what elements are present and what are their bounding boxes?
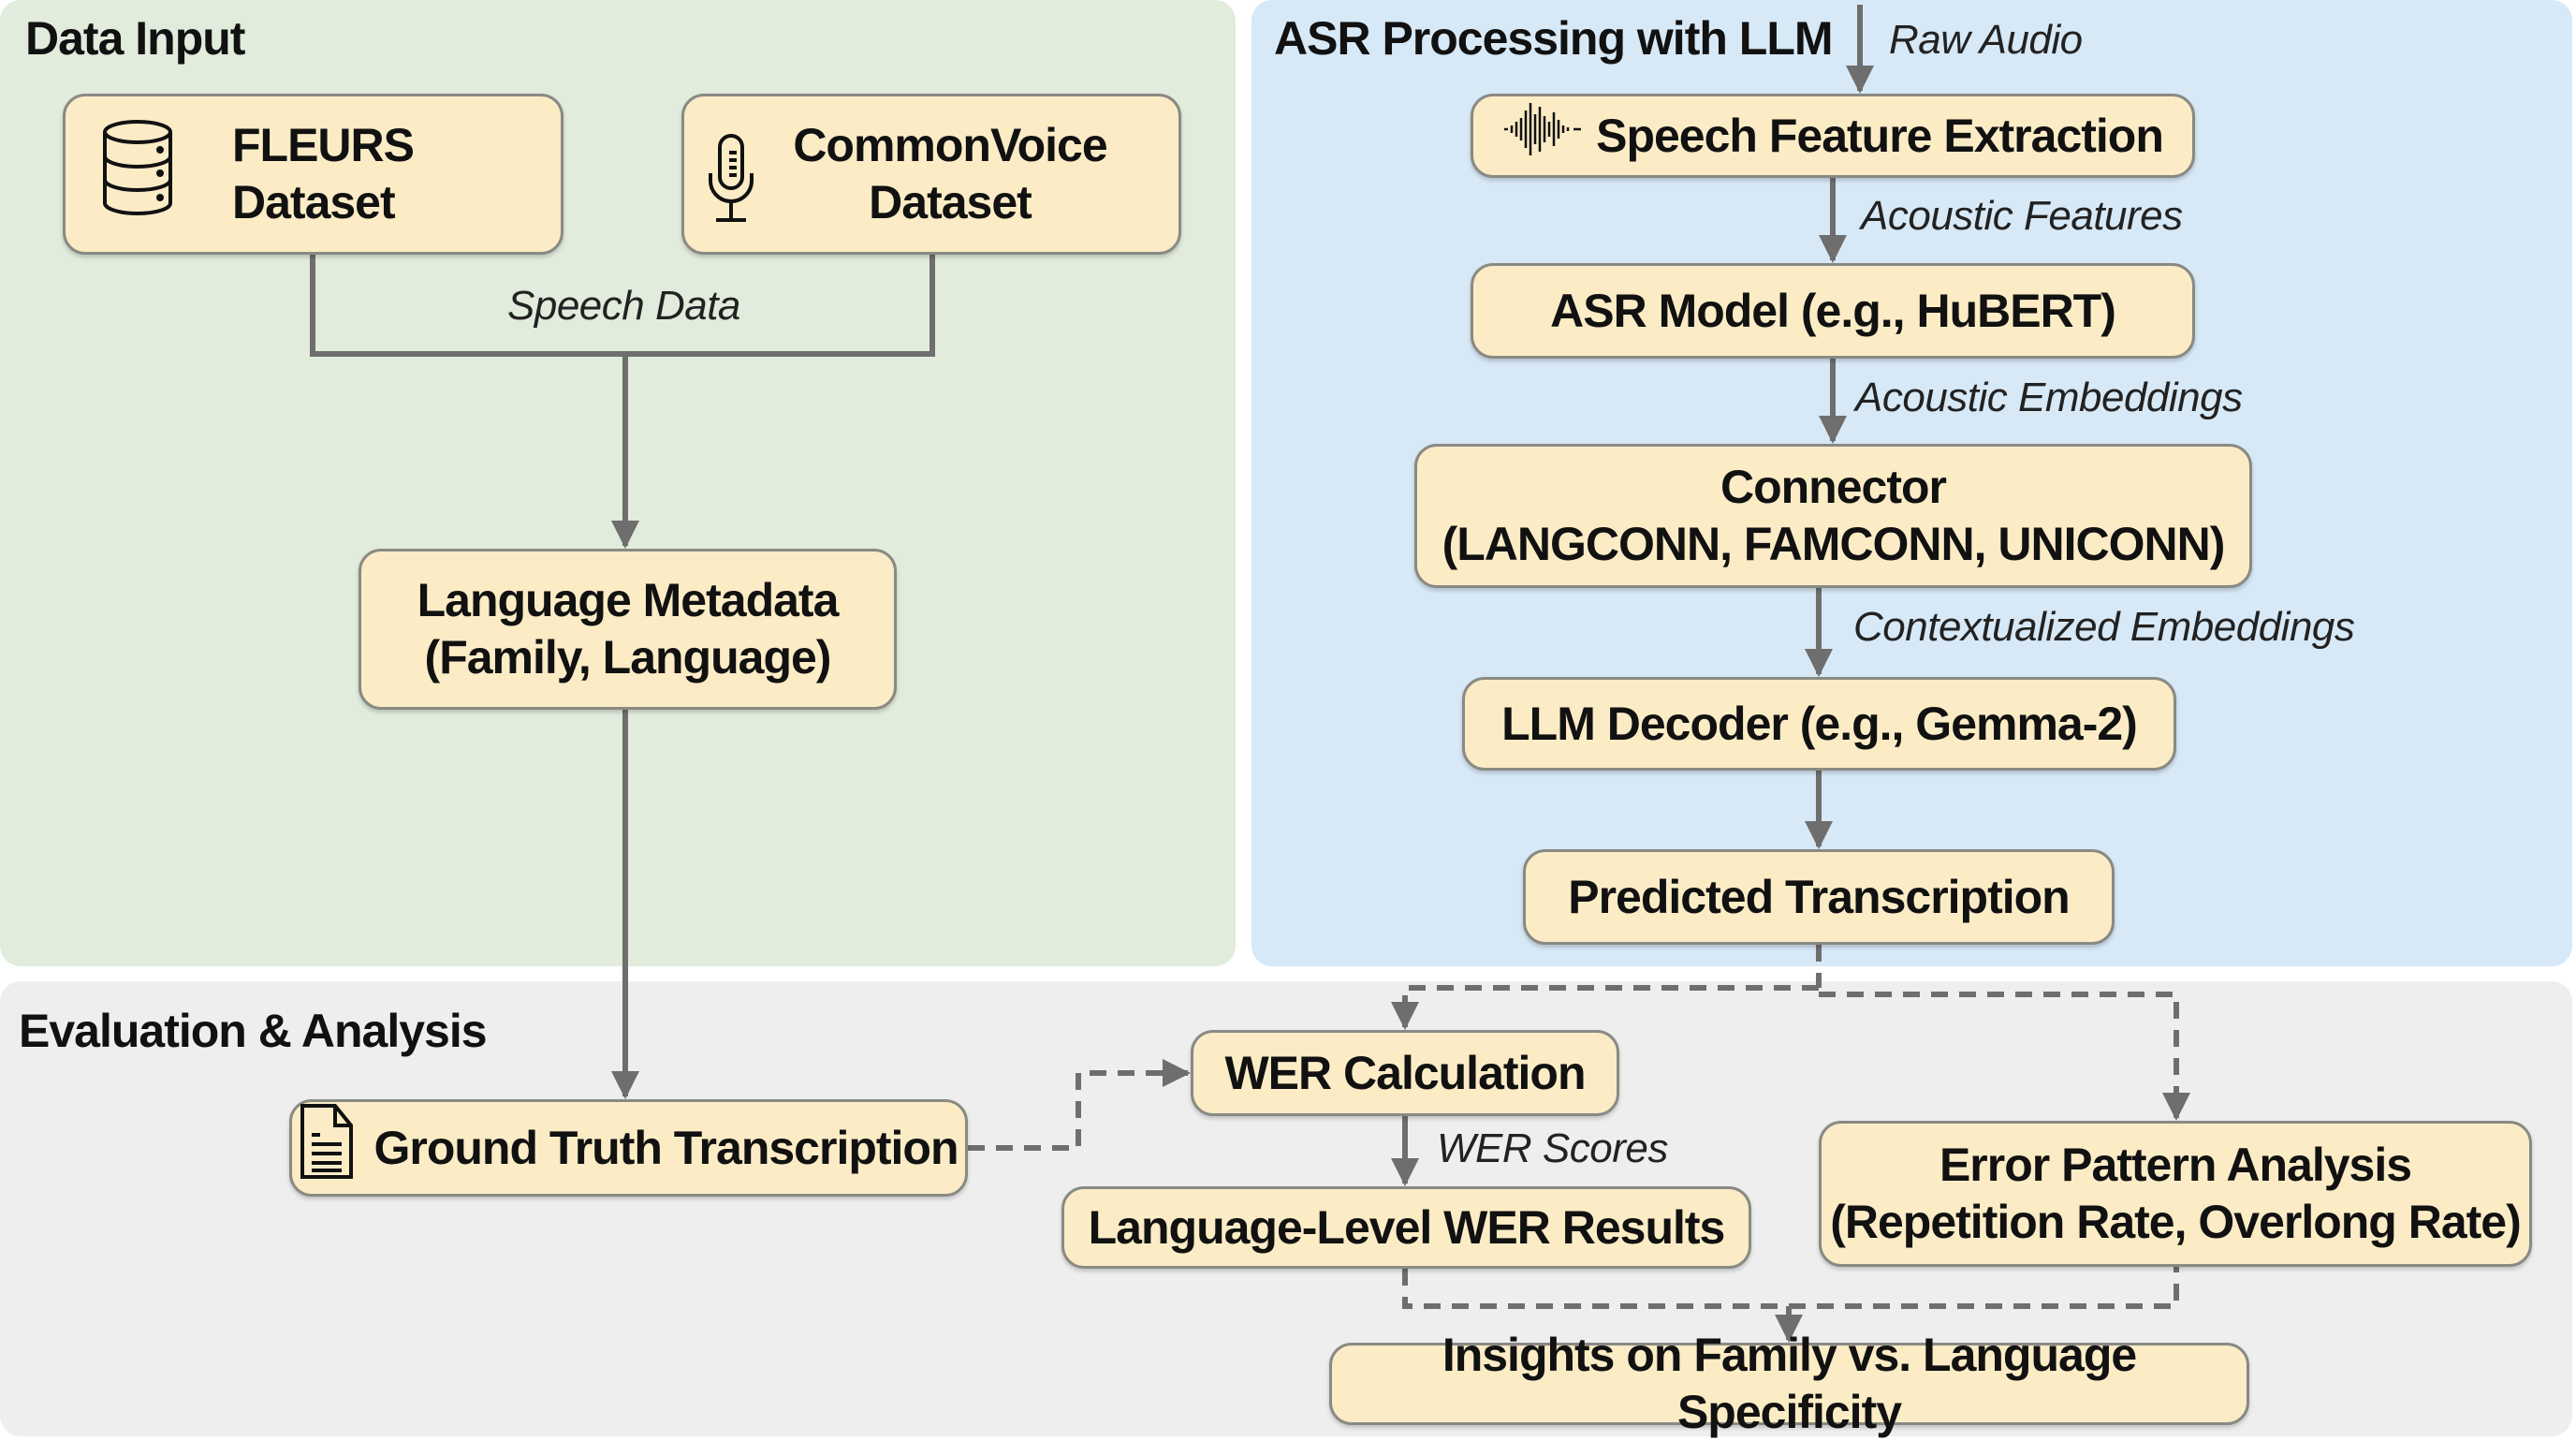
language-metadata-sublabel: (Family, Language) (424, 631, 832, 684)
wer-scores-label: WER Scores (1437, 1125, 1668, 1171)
connector-label: Connector (1720, 461, 1947, 513)
predicted-transcription-label: Predicted Transcription (1568, 870, 2070, 923)
ground-truth-transcription-node[interactable]: Ground Truth Transcription (289, 1099, 968, 1197)
database-icon (101, 119, 174, 229)
raw-audio-label: Raw Audio (1889, 17, 2083, 63)
fleurs-dataset-node[interactable]: FLEURS Dataset (63, 94, 564, 255)
groundtruth-to-wer-dashed (968, 1059, 1191, 1151)
predicted-transcription-node[interactable]: Predicted Transcription (1523, 849, 2115, 945)
commonvoice-label: CommonVoice (793, 119, 1107, 171)
commonvoice-sublabel: Dataset (869, 176, 1032, 228)
asr-model-node[interactable]: ASR Model (e.g., HuBERT) (1471, 263, 2195, 359)
error-pattern-label: Error Pattern Analysis (1939, 1139, 2412, 1191)
acoustic-embeddings-label: Acoustic Embeddings (1855, 375, 2243, 420)
language-metadata-node[interactable]: Language Metadata (Family, Language) (359, 549, 897, 710)
asr-model-label: ASR Model (e.g., HuBERT) (1550, 284, 2116, 337)
fleurs-label: FLEURS (232, 119, 415, 171)
results-merge-dashed (1402, 1267, 2179, 1309)
ground-truth-label: Ground Truth Transcription (373, 1121, 959, 1174)
microphone-icon (705, 132, 757, 239)
waveform-icon (1502, 101, 1583, 170)
commonvoice-dataset-node[interactable]: CommonVoice Dataset (681, 94, 1181, 255)
error-pattern-sublabel: (Repetition Rate, Overlong Rate) (1830, 1196, 2522, 1248)
language-level-wer-label: Language-Level WER Results (1088, 1200, 1726, 1254)
insights-label: Insights on Family vs. Language Specific… (1442, 1329, 2137, 1438)
predicted-to-wer-dashed (1391, 985, 1819, 1030)
evaluation-title: Evaluation & Analysis (19, 1005, 488, 1057)
wer-calculation-label: WER Calculation (1224, 1046, 1586, 1099)
wer-calculation-node[interactable]: WER Calculation (1191, 1030, 1619, 1116)
insights-node[interactable]: Insights on Family vs. Language Specific… (1329, 1329, 2249, 1438)
connector-sublabel: (LANGCONN, FAMCONN, UNICONN) (1442, 518, 2226, 570)
speech-data-label: Speech Data (507, 283, 740, 329)
language-level-wer-node[interactable]: Language-Level WER Results (1061, 1186, 1751, 1269)
llm-decoder-node[interactable]: LLM Decoder (e.g., Gemma-2) (1462, 677, 2176, 771)
llm-decoder-label: LLM Decoder (e.g., Gemma-2) (1501, 697, 2138, 750)
language-metadata-label: Language Metadata (417, 574, 840, 626)
acoustic-features-label: Acoustic Features (1861, 193, 2183, 239)
speech-feature-extraction-label: Speech Feature Extraction (1596, 109, 2164, 162)
predicted-to-error-dashed (1819, 992, 2190, 1121)
speech-feature-extraction-node[interactable]: Speech Feature Extraction (1471, 94, 2195, 178)
fleurs-sublabel: Dataset (232, 176, 396, 228)
data-input-title: Data Input (25, 12, 245, 65)
document-icon (300, 1103, 354, 1193)
asr-processing-title: ASR Processing with LLM (1274, 12, 1834, 65)
error-pattern-analysis-node[interactable]: Error Pattern Analysis (Repetition Rate,… (1819, 1121, 2532, 1267)
connector-node[interactable]: Connector (LANGCONN, FAMCONN, UNICONN) (1414, 444, 2252, 588)
contextualized-embeddings-label: Contextualized Embeddings (1853, 604, 2355, 650)
